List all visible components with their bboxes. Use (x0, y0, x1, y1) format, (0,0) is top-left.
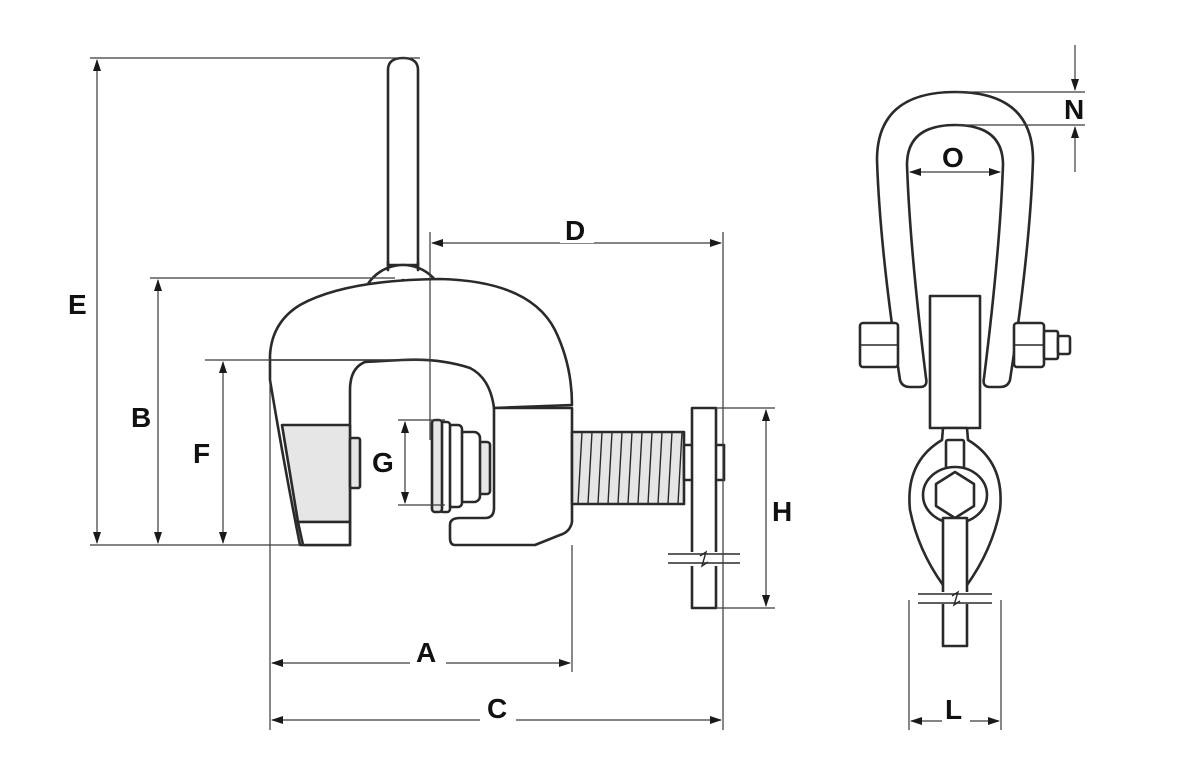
shackle-bolt-end (1042, 329, 1060, 361)
side-view: E B F G D H A C (66, 56, 792, 730)
label-E: E (68, 289, 87, 320)
label-O: O (942, 142, 964, 173)
label-H: H (772, 496, 792, 527)
end-view: N O L (858, 45, 1088, 730)
label-C: C (487, 693, 507, 724)
label-F: F (193, 438, 210, 469)
threaded-screw (570, 430, 686, 506)
label-A: A (416, 637, 436, 668)
jaw-pad (348, 436, 362, 490)
extension-lines (90, 57, 775, 730)
label-N: N (1064, 94, 1084, 125)
hex-nut-lower (934, 470, 976, 520)
jaw-tip (296, 520, 352, 547)
label-D: D (565, 215, 585, 246)
lower-bar (941, 516, 969, 648)
label-B: B (131, 402, 151, 433)
handle-bar (668, 406, 740, 610)
swivel-pad (430, 418, 492, 514)
center-plate (928, 294, 982, 430)
label-L: L (945, 694, 962, 725)
label-G: G (372, 447, 394, 478)
screw-housing (448, 406, 574, 547)
shackle (875, 90, 1035, 389)
